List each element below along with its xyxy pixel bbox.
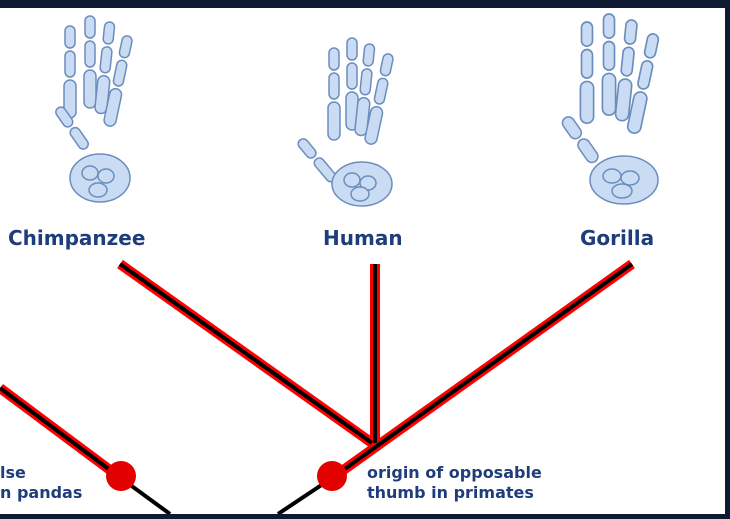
chimpanzee-label: Chimpanzee (8, 226, 145, 250)
phylogeny-svg (0, 8, 725, 514)
opposable-annotation-line1: origin of opposable (367, 463, 542, 483)
tree-branches-red (0, 264, 632, 476)
diagram-panel: Chimpanzee Human Gorilla lse n pandas or… (0, 8, 725, 514)
human-label: Human (323, 226, 403, 250)
gorilla-hand-icon (560, 14, 660, 204)
panda-thumb-annotation: lse n pandas (0, 463, 82, 503)
opposable-thumb-node (317, 461, 347, 491)
panda-annotation-line1: lse (0, 463, 82, 483)
panda-thumb-node (106, 461, 136, 491)
chimpanzee-hand-icon (54, 16, 134, 202)
opposable-thumb-annotation: origin of opposable thumb in primates (367, 463, 542, 503)
human-hand-icon (296, 38, 395, 206)
gorilla-label: Gorilla (580, 226, 654, 250)
panda-annotation-line2: n pandas (0, 483, 82, 503)
opposable-annotation-line2: thumb in primates (367, 483, 542, 503)
